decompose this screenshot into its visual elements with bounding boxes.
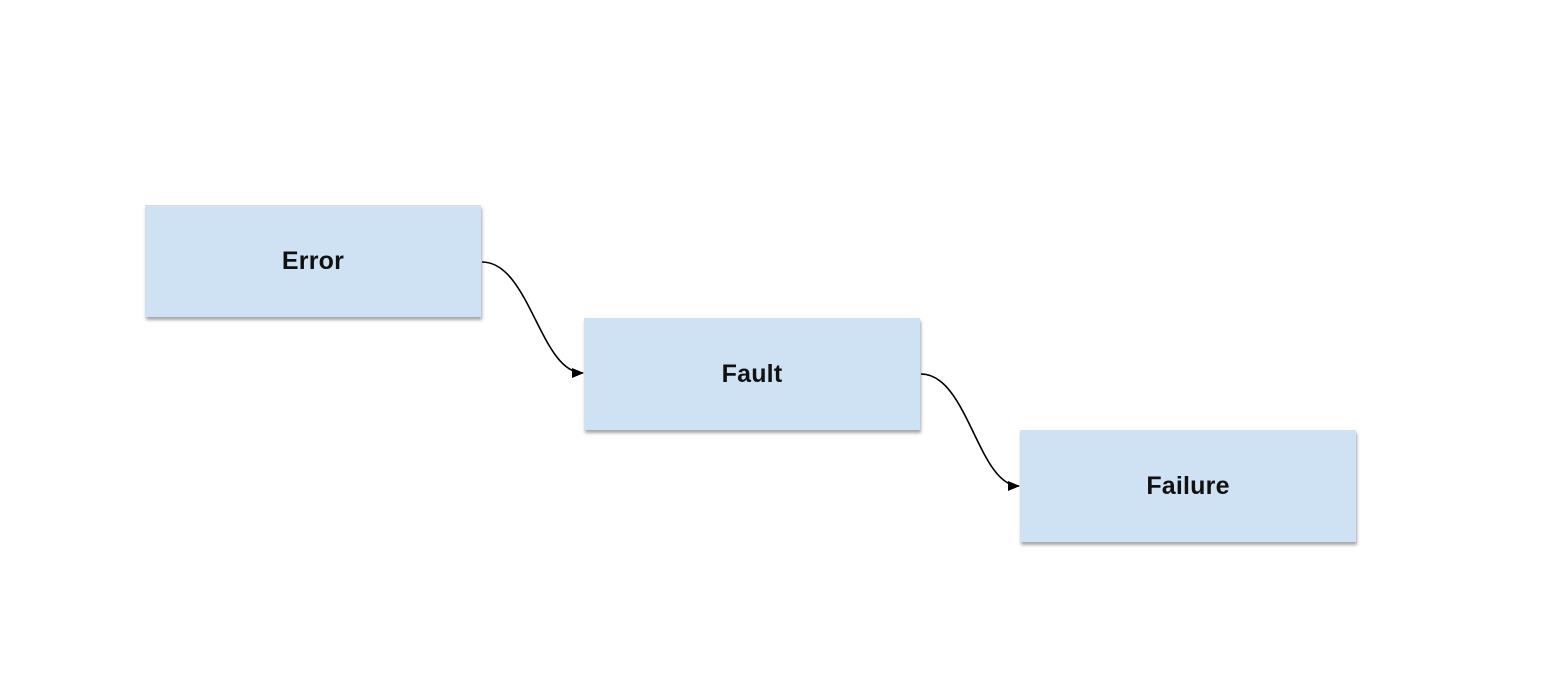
node-failure[interactable]: Failure [1020,430,1356,542]
edge-fault-to-failure [920,373,1020,491]
edge-error-to-fault [481,261,584,378]
node-failure-label: Failure [1146,471,1230,500]
node-error-label: Error [281,246,345,275]
node-error[interactable]: Error [145,205,481,317]
node-fault[interactable]: Fault [584,318,920,430]
node-fault-label: Fault [721,359,783,388]
